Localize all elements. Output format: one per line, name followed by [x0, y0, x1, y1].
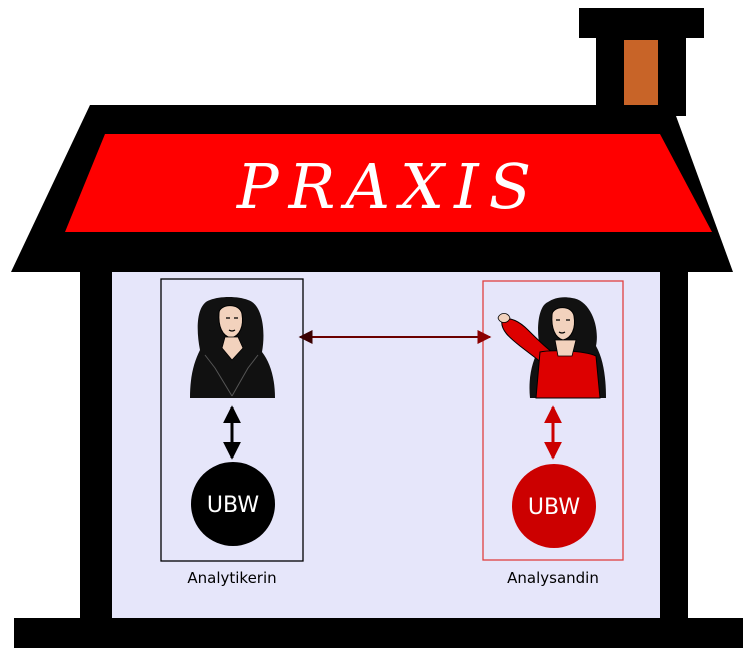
analyst-ubw-circle: [191, 462, 275, 546]
chimney-brick: [624, 40, 658, 112]
analyst-ubw-label: UBW: [207, 493, 259, 518]
roof-title: PRAXIS: [236, 150, 541, 223]
analysand-ubw-circle: [512, 464, 596, 548]
roof: [65, 134, 712, 232]
chimney-cap: [579, 8, 704, 38]
analyst-frame: [160, 278, 304, 562]
analyst-label: Analytikerin: [187, 569, 276, 587]
analysand-ubw-label: UBW: [528, 495, 580, 520]
analysand-frame: [482, 280, 624, 561]
analysand-label: Analysandin: [507, 569, 599, 587]
analyst-figure: [190, 297, 275, 398]
analysand-figure: [497, 297, 606, 399]
